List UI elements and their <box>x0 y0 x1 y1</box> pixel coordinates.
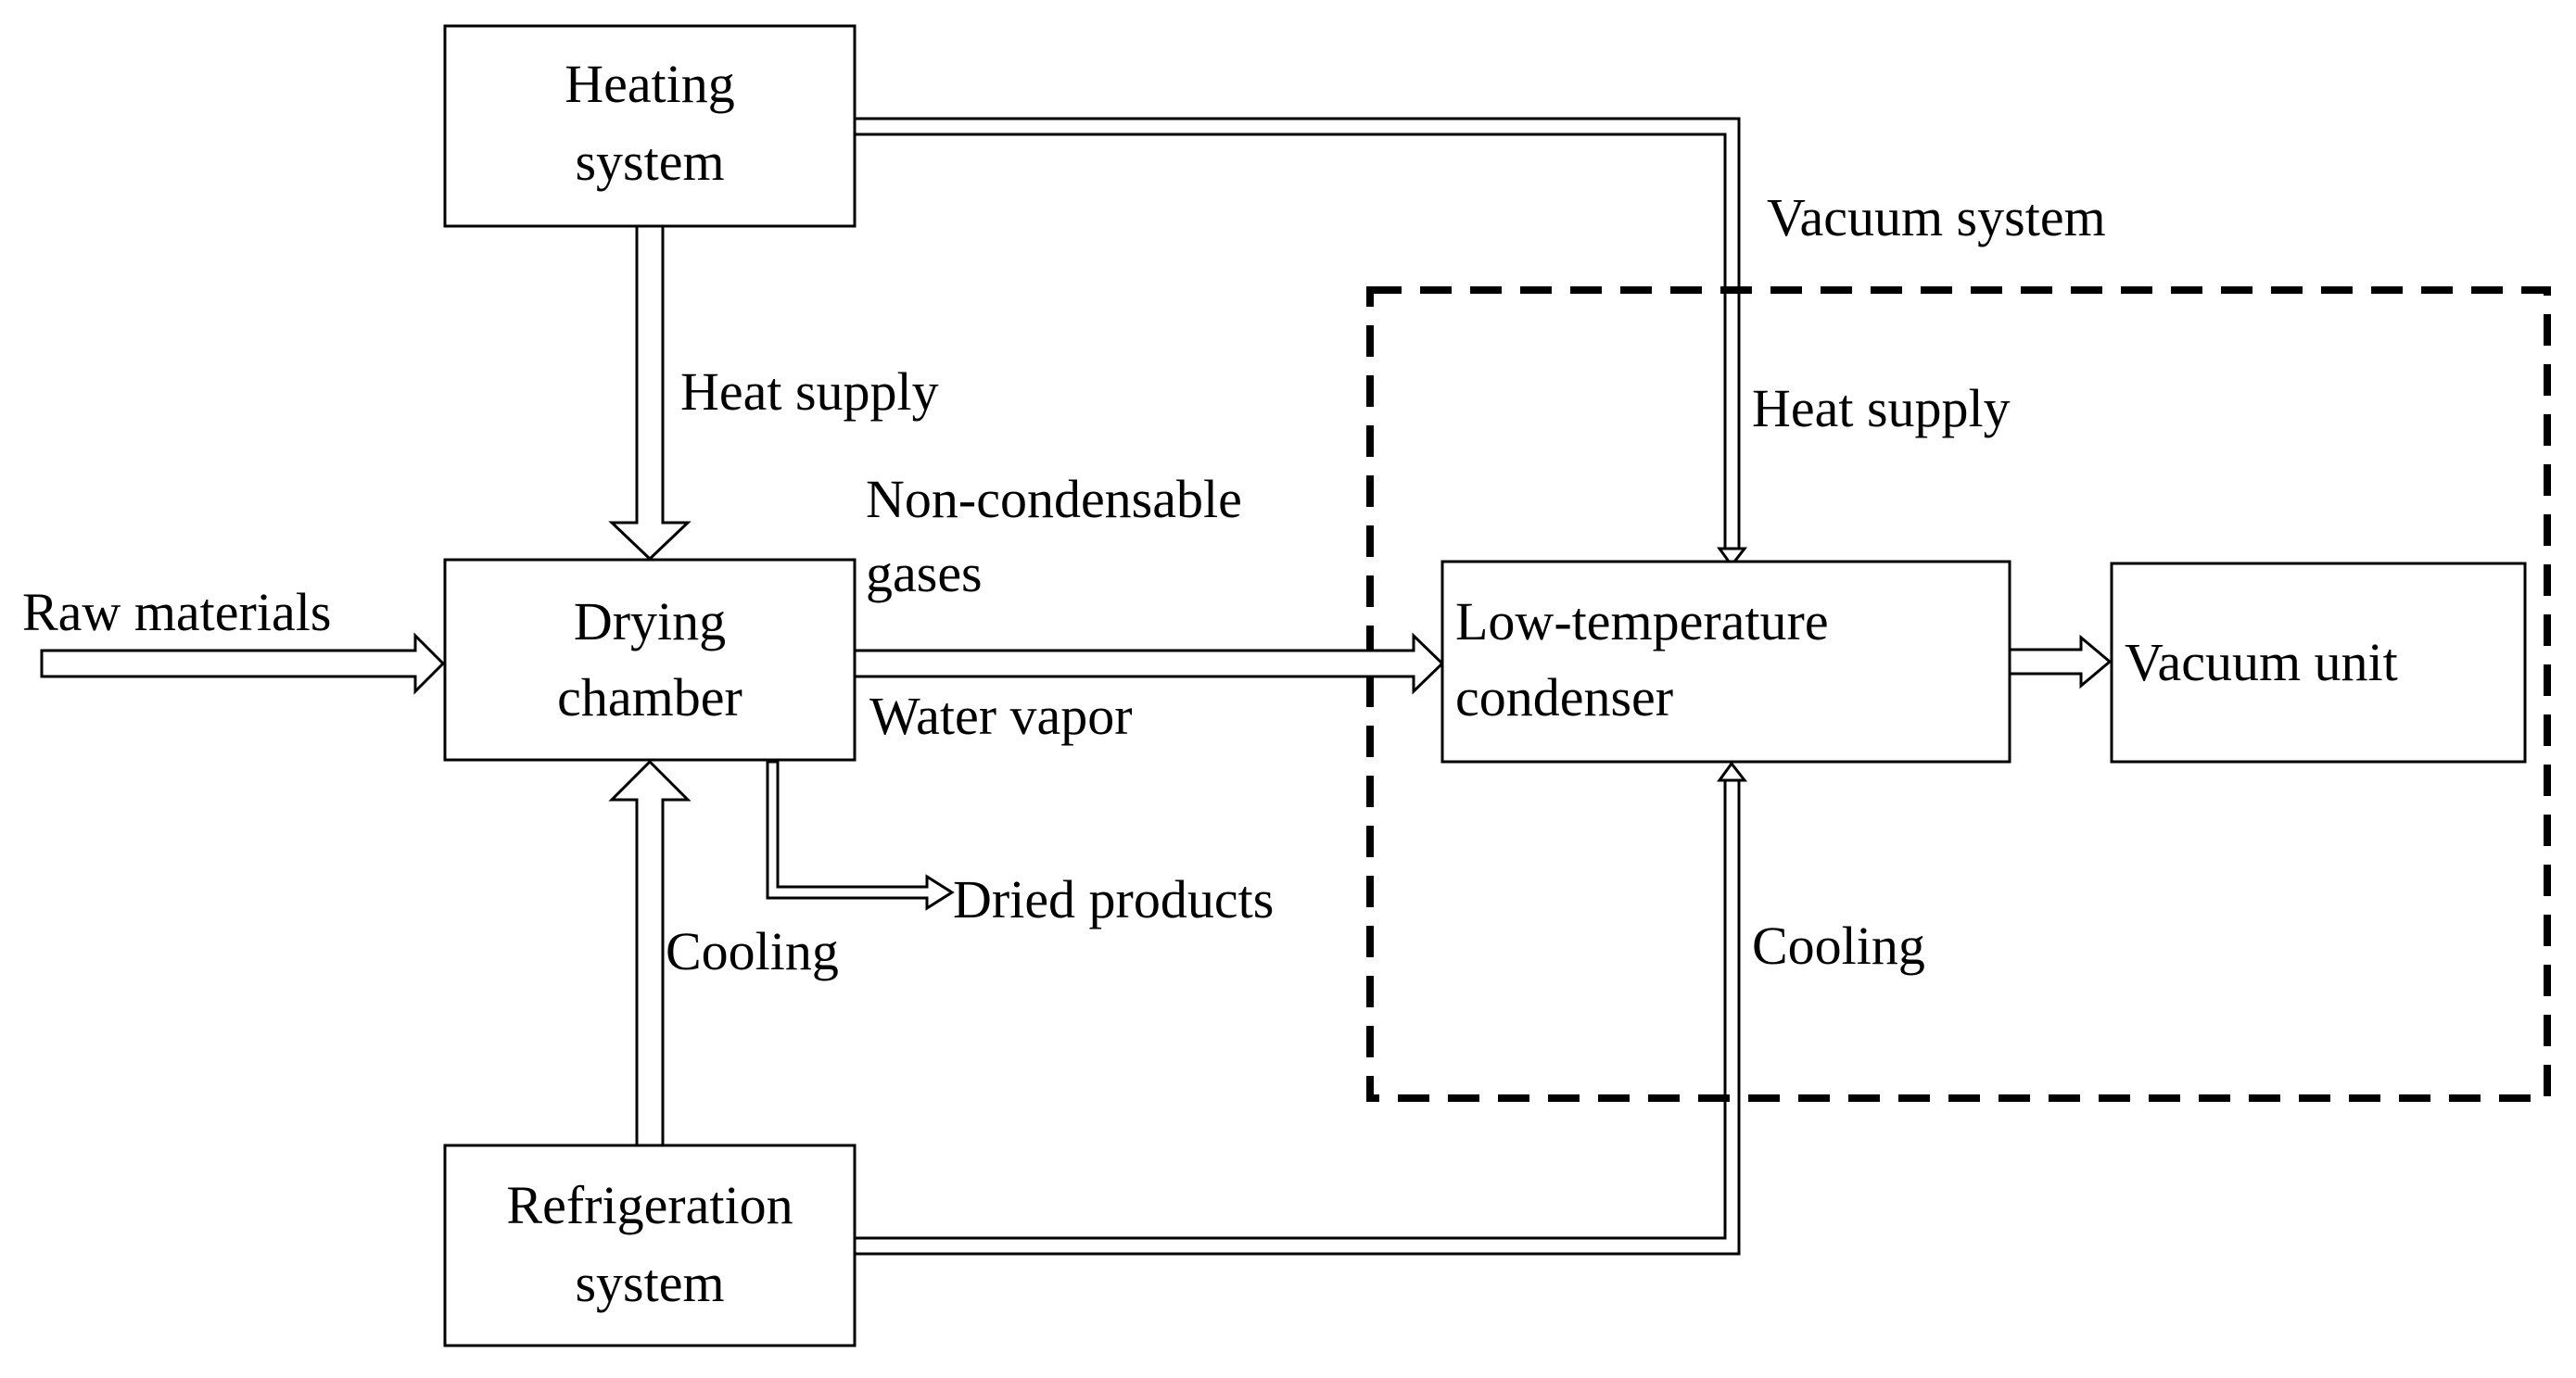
vapor-to-condenser-arrow <box>853 632 1445 695</box>
vacuum-system-boundary <box>1366 286 2551 1102</box>
cooling-condenser-label: Cooling <box>1752 916 1925 976</box>
dried-products-output-arrow <box>766 760 955 911</box>
water-vapor-label: Water vapor <box>869 686 1133 746</box>
cooling-to-condenser-connector <box>855 761 1748 1256</box>
heat-supply-condenser-label: Heat supply <box>1752 378 2011 438</box>
vacuum-unit-box <box>2110 562 2527 764</box>
refrigeration-system-label-line1: Refrigeration <box>506 1175 793 1235</box>
heating-system-box <box>443 24 857 228</box>
dried-products-label: Dried products <box>953 869 1274 929</box>
cooling-to-drying-arrow <box>608 759 692 1147</box>
drying-chamber-label-line1: Drying <box>574 591 726 651</box>
heat-supply-drying-label: Heat supply <box>680 361 939 422</box>
drying-chamber-box <box>443 558 857 762</box>
non-condensable-label-line1: Non-condensable <box>866 469 1242 529</box>
condenser-label-line1: Low-temperature <box>1455 591 1829 651</box>
cooling-drying-label: Cooling <box>666 921 839 981</box>
raw-materials-input-arrow <box>40 632 446 695</box>
vacuum-system-label: Vacuum system <box>1767 187 2106 247</box>
heat-supply-to-condenser-connector <box>855 117 1748 568</box>
heating-system-label-line2: system <box>575 132 724 192</box>
non-condensable-label-line2: gases <box>866 543 983 603</box>
heating-system-label-line1: Heating <box>565 54 735 114</box>
drying-chamber-label-line2: chamber <box>557 667 742 727</box>
condenser-label-line2: condenser <box>1455 667 1673 727</box>
refrigeration-system-label-line2: system <box>575 1253 724 1313</box>
heat-supply-to-drying-arrow <box>608 224 692 562</box>
raw-materials-label: Raw materials <box>22 582 331 642</box>
condenser-box <box>1440 560 2011 764</box>
vacuum-unit-label: Vacuum unit <box>2125 632 2398 692</box>
refrigeration-system-box <box>443 1144 857 1347</box>
